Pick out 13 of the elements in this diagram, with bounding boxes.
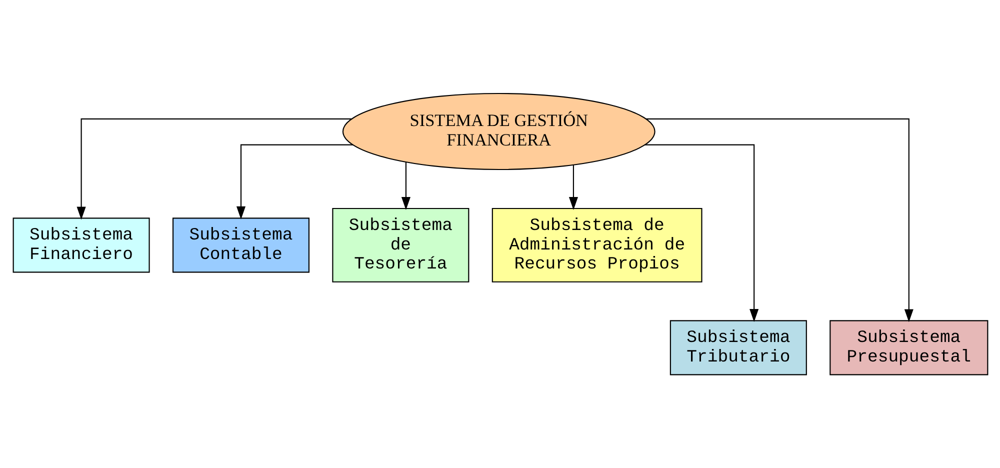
arrow — [568, 164, 578, 210]
node-box: Subsistema Financiero — [12, 218, 150, 273]
arrow — [644, 144, 758, 322]
arrow — [400, 162, 410, 210]
node-box: Subsistema Presupuestal — [829, 320, 988, 376]
arrow — [76, 118, 352, 220]
node-box: Subsistema Contable — [172, 218, 310, 273]
arrow — [646, 118, 913, 322]
node-box: Subsistema Tributario — [669, 320, 806, 376]
node-ellipse: SISTEMA DE GESTIÓN FINANCIERA — [342, 92, 655, 170]
node-box: Subsistema de Tesorería — [332, 208, 469, 282]
node-box: Subsistema de Administración de Recursos Propios — [491, 208, 702, 282]
arrow — [236, 144, 352, 220]
